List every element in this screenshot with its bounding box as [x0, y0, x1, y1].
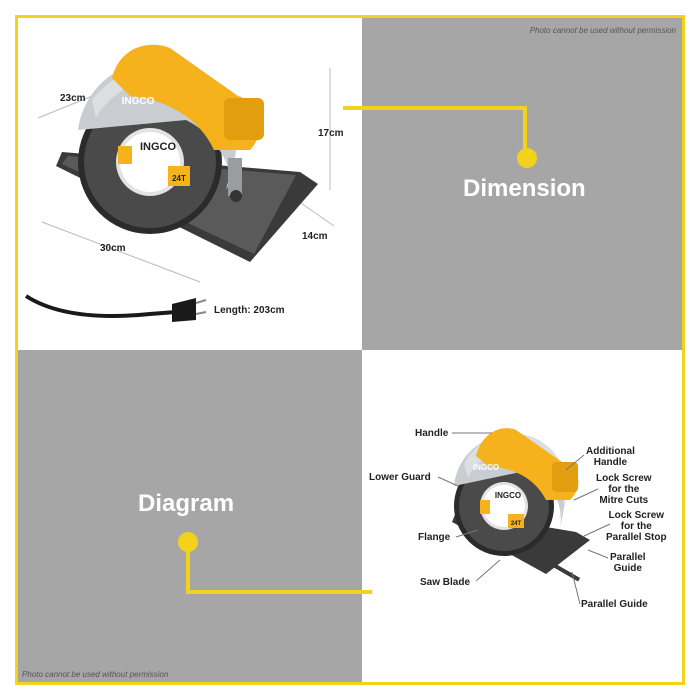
dimension-heading: Dimension: [463, 175, 586, 202]
product-image-frame: [15, 15, 685, 685]
part-label-lower-guard: Lower Guard: [369, 472, 431, 483]
connector-lines: [186, 106, 527, 594]
copyright-notice-bottom: Photo cannot be used without permission: [22, 670, 169, 679]
cable-length-label: Length: 203cm: [214, 305, 285, 316]
part-label-line: Lock Screw: [608, 510, 665, 521]
diagram-guard-brand-text: INGCO: [473, 463, 499, 472]
part-label-line: for the: [608, 484, 640, 495]
diagram-label-panel: [18, 350, 362, 682]
part-label-line: for the: [620, 521, 652, 532]
width-dimension-label: 14cm: [302, 231, 328, 242]
dimension-label-panel: [362, 18, 682, 350]
copyright-notice-top: Photo cannot be used without permission: [529, 26, 676, 35]
blade-brand-text: INGCO: [140, 141, 177, 153]
diagram-leader-lines: [437, 432, 611, 605]
part-label-line: Guide: [613, 563, 642, 574]
motor-housing: [112, 44, 261, 150]
diagram-connector-dot: [178, 532, 198, 552]
diagram-blade-teeth-text: 24T: [511, 521, 522, 527]
part-label-line: Additional: [586, 446, 635, 457]
plug-icon: [172, 298, 207, 322]
power-cable: [24, 294, 177, 318]
part-label-line: Lock Screw: [596, 473, 652, 484]
length-dimension-label: 30cm: [100, 243, 126, 254]
part-label-line: Parallel: [610, 552, 646, 563]
blade-teeth-text: 24T: [172, 174, 186, 183]
part-label-parallel-guide-bottom: Parallel Guide: [581, 599, 648, 610]
part-label-line: Mitre Cuts: [599, 495, 649, 506]
depth-dimension-label: 23cm: [60, 93, 86, 104]
height-dimension-label: 17cm: [318, 128, 344, 139]
part-label-line: Parallel Stop: [606, 532, 667, 543]
dimension-connector-dot: [517, 148, 537, 168]
part-label-handle: Handle: [415, 428, 449, 439]
diagram-heading: Diagram: [138, 490, 235, 517]
part-label-parallel-stop-lock-screw: Lock Screw for the Parallel Stop: [606, 510, 667, 543]
part-label-additional-handle: Additional Handle: [586, 446, 635, 468]
part-label-parallel-guide: Parallel Guide: [610, 552, 646, 574]
saw-dimension-illustration: INGCO 24T INGCO: [24, 44, 335, 322]
part-label-mitre-lock-screw: Lock Screw for the Mitre Cuts: [596, 473, 652, 506]
part-label-saw-blade: Saw Blade: [420, 577, 471, 588]
diagram-blade-brand-text: INGCO: [495, 491, 521, 500]
part-label-line: Handle: [593, 457, 628, 468]
guard-brand-text: INGCO: [122, 96, 155, 107]
saw-diagram-illustration: INGCO 24T INGCO: [452, 428, 590, 582]
part-label-flange: Flange: [418, 532, 451, 543]
